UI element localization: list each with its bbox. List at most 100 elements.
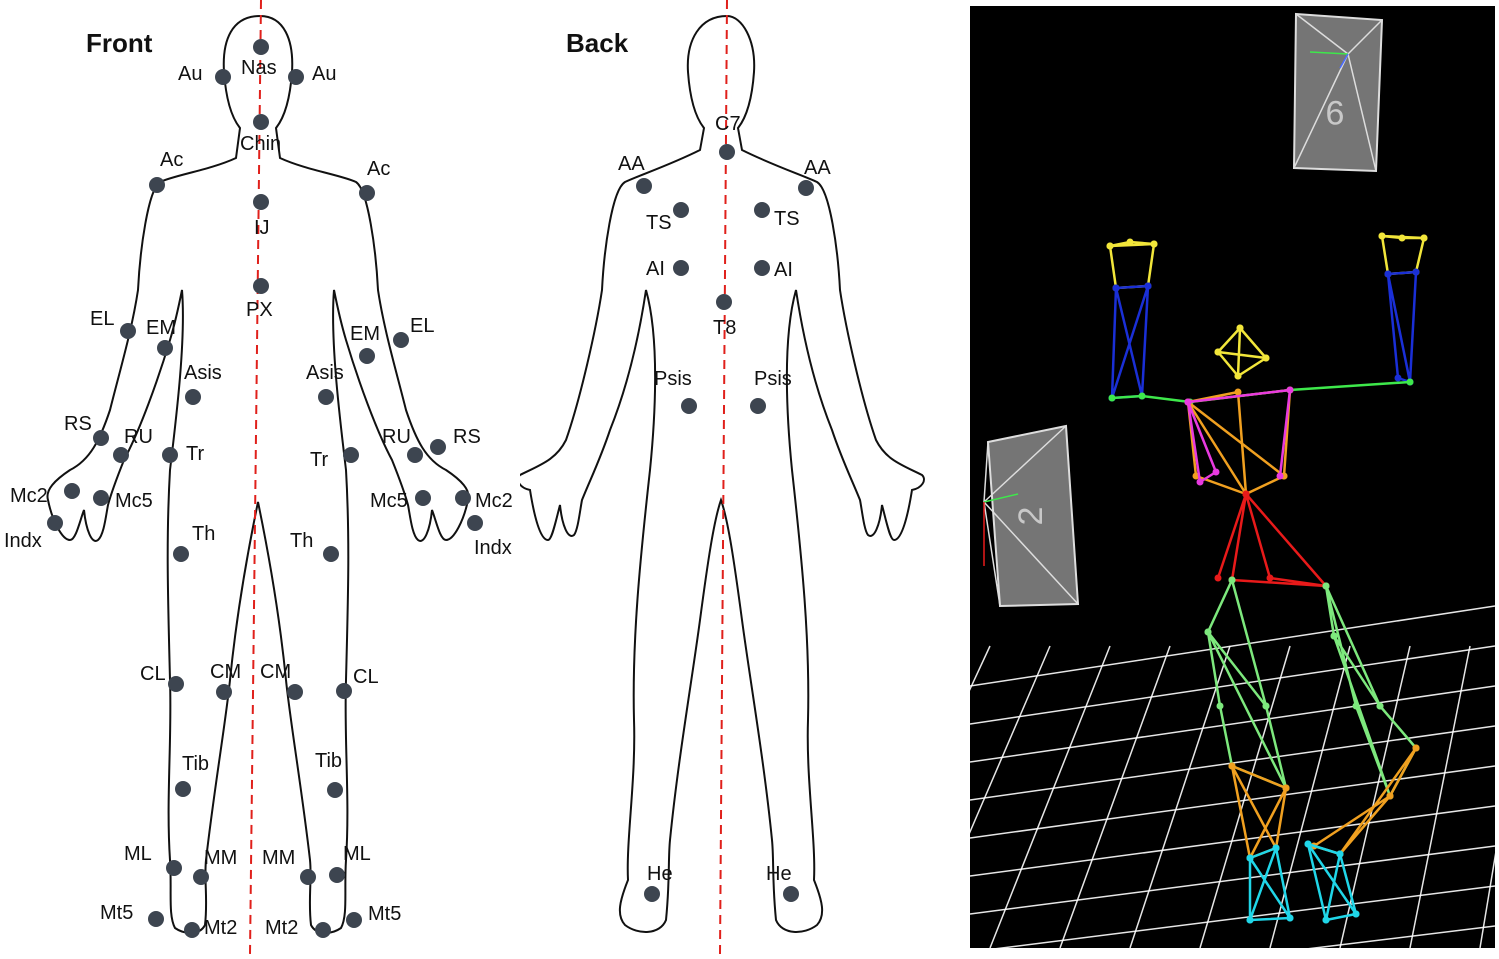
skeleton-joint (1262, 702, 1270, 710)
back-midline (719, 0, 728, 955)
skeleton-joint (1234, 372, 1242, 380)
back-marker-label: TS (646, 212, 672, 234)
floor-grid (849, 605, 1499, 959)
grid-line (1059, 645, 1171, 949)
front-marker-label: Mt2 (265, 917, 298, 939)
skeleton-joint (1214, 574, 1222, 582)
skeleton-segment-legs (1206, 578, 1288, 790)
skeleton-joint (1406, 378, 1414, 386)
back-marker-label: AA (804, 157, 831, 179)
front-marker-dot (253, 114, 269, 130)
skeleton-joint (1204, 628, 1212, 636)
skeleton-joint (1216, 702, 1224, 710)
back-marker-label: TS (774, 208, 800, 230)
front-marker-dot (253, 194, 269, 210)
front-marker-label: Mt5 (100, 902, 133, 924)
skeleton-segment-hands (1108, 240, 1156, 290)
front-marker-label: MM (204, 847, 237, 869)
skeleton-joint (1144, 282, 1152, 290)
front-midline (249, 0, 262, 955)
front-marker-label: Ac (367, 158, 390, 180)
front-marker-label: EL (90, 308, 114, 330)
front-marker-label: CM (260, 661, 291, 683)
front-marker-dot (93, 490, 109, 506)
front-marker-dot (467, 515, 483, 531)
front-marker-label: Mc5 (370, 490, 408, 512)
front-marker-label: Tr (310, 449, 328, 471)
grid-line (1269, 645, 1351, 949)
front-marker-dot (430, 439, 446, 455)
back-marker-dot (636, 178, 652, 194)
skeleton-3d-viewport[interactable]: 9 2 (849, 6, 1499, 959)
front-marker-label: Th (290, 530, 313, 552)
front-marker-label: RS (453, 426, 481, 448)
back-marker-dot (716, 294, 732, 310)
skeleton-joint (1126, 238, 1134, 246)
front-marker-label: RU (382, 426, 411, 448)
front-marker-label: RU (124, 426, 153, 448)
skeleton-joint (1196, 478, 1204, 486)
front-marker-label: Au (178, 63, 202, 85)
skeleton-joint (1266, 574, 1274, 582)
skeleton-joint (1412, 744, 1420, 752)
front-marker-dot (184, 922, 200, 938)
front-marker-label: Mc2 (475, 490, 513, 512)
skeleton-segment-head (1216, 326, 1268, 378)
back-marker-dot (673, 260, 689, 276)
camera-label-2: 2 (1012, 507, 1050, 526)
back-marker-dot (681, 398, 697, 414)
camera-box-top: 9 (1292, 12, 1384, 173)
skeleton-joint (1420, 234, 1428, 242)
back-marker-label: He (647, 863, 673, 885)
skeleton-joint (1322, 582, 1330, 590)
front-marker-dot (253, 278, 269, 294)
skeleton-joint (1398, 234, 1406, 242)
skeleton-joint (1228, 762, 1236, 770)
grid-line (969, 885, 1496, 953)
front-marker-label: Indx (4, 530, 42, 552)
front-marker-dot (157, 340, 173, 356)
front-marker-dot (300, 869, 316, 885)
grid-line (1409, 645, 1471, 949)
front-marker-dot (168, 676, 184, 692)
front-marker-dot (216, 684, 232, 700)
front-marker-dot (215, 69, 231, 85)
front-heading: Front (86, 28, 153, 58)
skeleton-joint (1228, 576, 1236, 584)
skeleton-joint (1276, 472, 1284, 480)
skeleton-joint (1214, 348, 1222, 356)
skeleton-joint (1184, 398, 1192, 406)
front-marker-label: Tib (182, 753, 209, 775)
front-marker-label: CL (140, 663, 166, 685)
skeleton-joint (1108, 394, 1116, 402)
skeleton-joint (1272, 844, 1280, 852)
skeleton-joint (1378, 232, 1386, 240)
front-marker-dot (359, 348, 375, 364)
skeleton-3d-scene: 9 2 (849, 12, 1499, 959)
front-marker-dot (415, 490, 431, 506)
front-marker-label: Mt2 (204, 917, 237, 939)
front-marker-label: Au (312, 63, 336, 85)
front-marker-dot (287, 684, 303, 700)
front-marker-dot (407, 447, 423, 463)
skeleton-model (1106, 232, 1428, 924)
skeleton-joint (1412, 268, 1420, 276)
back-marker-label: Psis (654, 368, 692, 390)
skeleton-joint (1282, 784, 1290, 792)
skeleton-segment-shoulders (1186, 388, 1292, 484)
back-marker-dot (750, 398, 766, 414)
front-marker-label: CM (210, 661, 241, 683)
camera-label-9: 9 (1326, 93, 1345, 131)
camera-box-left: 2 (983, 424, 1080, 608)
front-marker-label: Mc2 (10, 485, 48, 507)
back-marker-label: AI (646, 258, 665, 280)
front-marker-dot (173, 546, 189, 562)
back-marker-label: AI (774, 259, 793, 281)
grid-line (969, 685, 1496, 763)
skeleton-joint (1286, 386, 1294, 394)
